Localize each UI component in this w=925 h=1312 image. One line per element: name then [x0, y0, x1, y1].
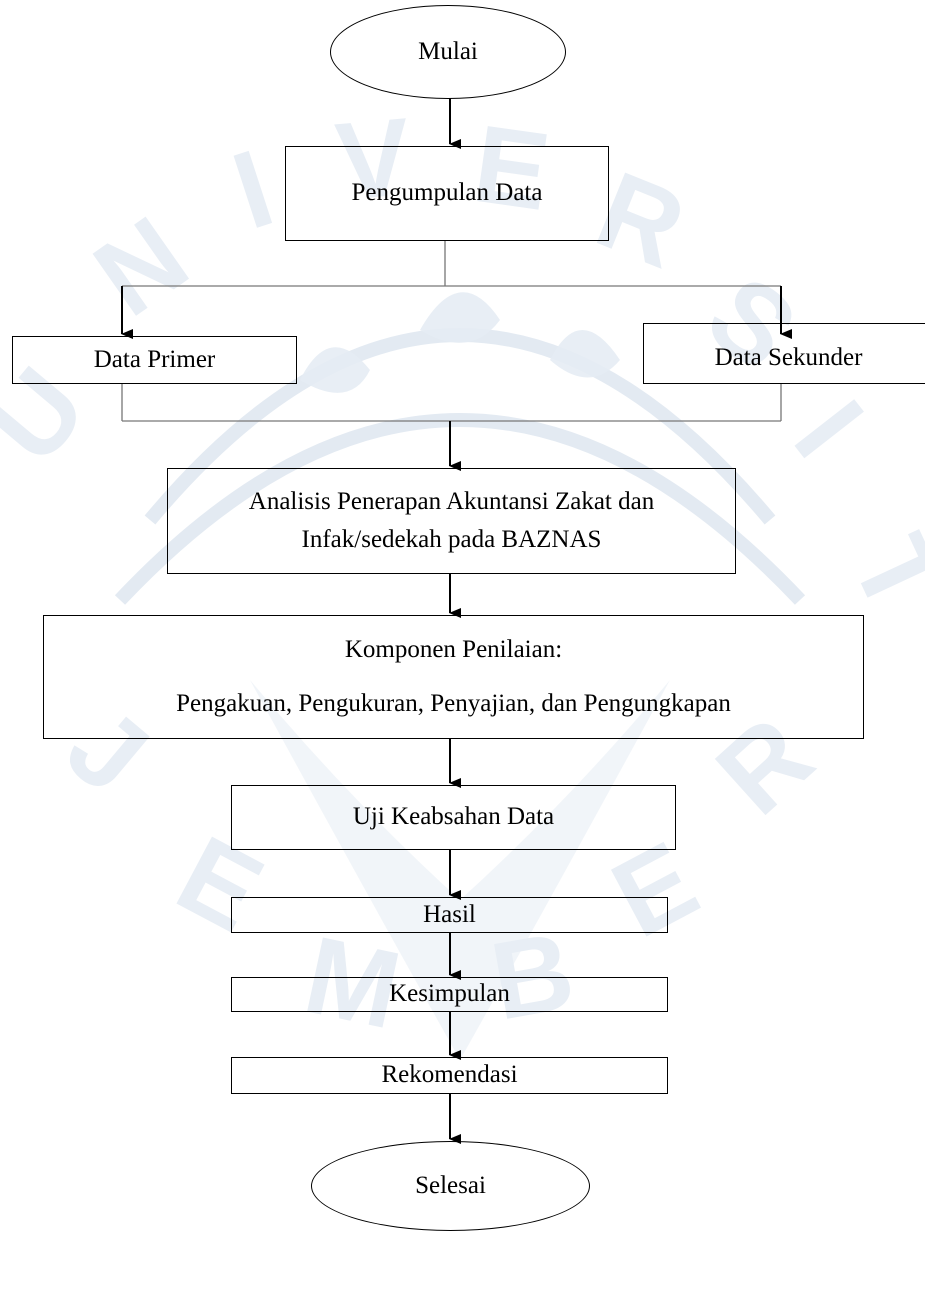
- end-terminal: Selesai: [311, 1141, 590, 1231]
- primary-data-label: Data Primer: [93, 345, 216, 373]
- conclusion-label: Kesimpulan: [389, 980, 510, 1008]
- components-title: Komponen Penilaian:: [344, 635, 563, 663]
- analysis-label-line2: Infak/sedekah pada BAZNAS: [301, 526, 602, 553]
- components-items: Pengakuan, Pengukuran, Penyajian, dan Pe…: [176, 690, 731, 717]
- primary-data-box: Data Primer: [12, 336, 297, 384]
- end-label: Selesai: [415, 1171, 486, 1199]
- data-collection-box: Pengumpulan Data: [285, 146, 609, 241]
- assessment-components-box: Komponen Penilaian: Pengakuan, Pengukura…: [43, 615, 864, 739]
- recommendation-box: Rekomendasi: [231, 1057, 668, 1094]
- validity-test-box: Uji Keabsahan Data: [231, 785, 676, 850]
- svg-text:V: V: [331, 95, 415, 224]
- secondary-data-label: Data Sekunder: [714, 344, 863, 372]
- validity-test-label: Uji Keabsahan Data: [352, 803, 555, 831]
- secondary-data-box: Data Sekunder: [643, 323, 925, 384]
- start-label: Mulai: [418, 37, 478, 65]
- start-terminal: Mulai: [330, 5, 566, 99]
- result-label: Hasil: [423, 900, 476, 928]
- result-box: Hasil: [231, 897, 668, 933]
- conclusion-box: Kesimpulan: [231, 977, 668, 1012]
- svg-text:E: E: [467, 102, 557, 234]
- analysis-label-line1: Analisis Penerapan Akuntansi Zakat dan: [248, 487, 655, 515]
- data-collection-label: Pengumpulan Data: [351, 179, 543, 207]
- recommendation-label: Rekomendasi: [381, 1061, 518, 1089]
- analysis-box: Analisis Penerapan Akuntansi Zakat dan I…: [167, 468, 736, 574]
